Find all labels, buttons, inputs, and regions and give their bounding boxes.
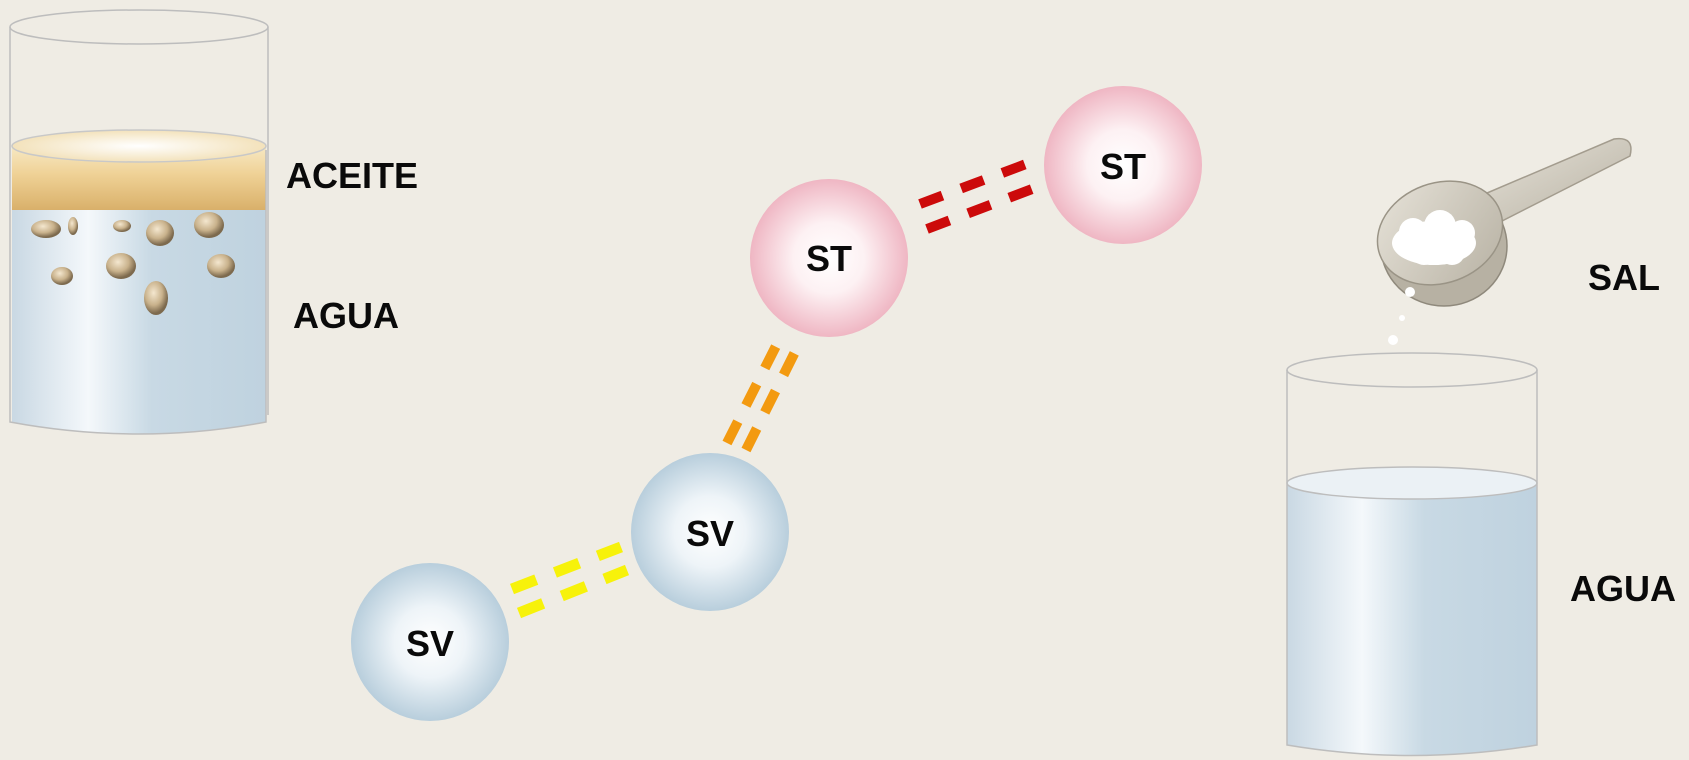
solute-solvent-bond	[722, 337, 803, 453]
solvent-particle: SV	[631, 453, 789, 611]
spoon-handle-icon	[1478, 137, 1632, 223]
oil-droplets	[31, 212, 235, 315]
oil-water-beaker	[9, 9, 269, 435]
left-water-label: AGUA	[293, 295, 399, 336]
right-water-surface	[1286, 466, 1538, 500]
oil-droplet	[207, 254, 235, 278]
oil-label: ACEITE	[286, 155, 418, 196]
oil-droplet	[68, 217, 78, 235]
solute-particle: ST	[750, 179, 908, 337]
right-beaker-rim	[1286, 352, 1538, 388]
oil-droplet	[51, 267, 73, 285]
salt-grains-icon	[1388, 287, 1415, 345]
oil-droplet	[146, 220, 174, 246]
solute-solute-bond	[918, 156, 1042, 234]
salt-label: SAL	[1588, 257, 1660, 298]
left-beaker-wall	[9, 27, 269, 435]
oil-droplet	[106, 253, 136, 279]
solvent-solvent-bond	[510, 541, 630, 619]
solvent-particle-label: SV	[686, 513, 734, 554]
oil-surface	[11, 129, 267, 163]
oil-droplet	[144, 281, 168, 315]
salt-spoon	[1376, 137, 1632, 345]
solute-particle-label: ST	[806, 238, 852, 279]
left-beaker-rim	[9, 9, 269, 45]
solute-particle: ST	[1044, 86, 1202, 244]
solute-particle-label: ST	[1100, 146, 1146, 187]
right-water-label: AGUA	[1570, 568, 1676, 609]
oil-droplet	[194, 212, 224, 238]
salt-pile-icon	[1392, 210, 1476, 265]
solvent-particle-label: SV	[406, 623, 454, 664]
oil-droplet	[113, 220, 131, 232]
water-beaker	[1286, 352, 1538, 757]
oil-droplet	[31, 220, 61, 238]
solvent-particle: SV	[351, 563, 509, 721]
right-beaker-wall	[1286, 370, 1538, 757]
right-water-body	[1287, 482, 1537, 756]
